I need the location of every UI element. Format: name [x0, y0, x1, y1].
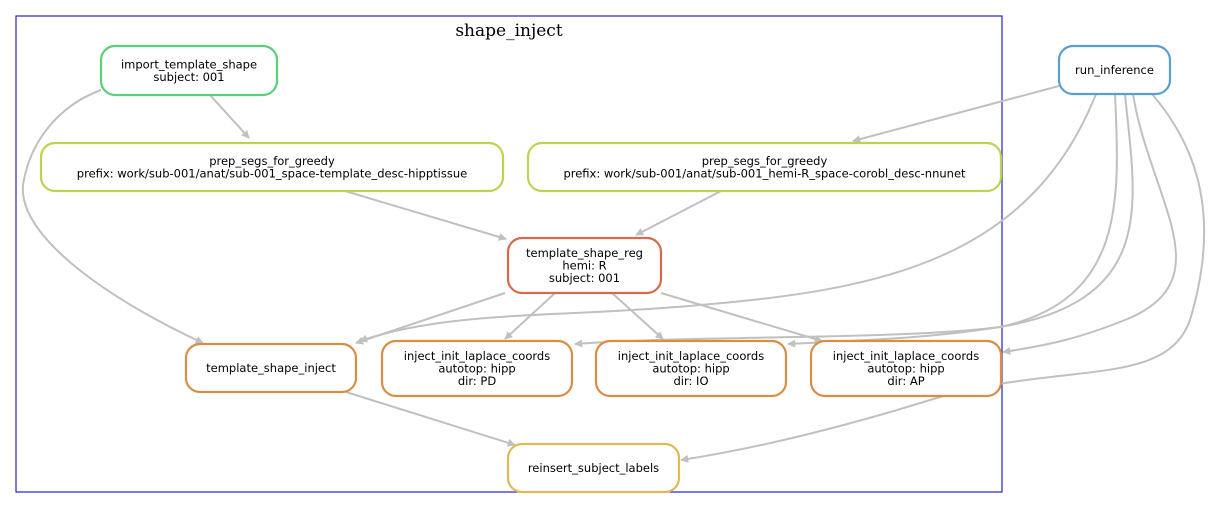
edge-template_shape_inject-to-reinsert_subject_labels: [345, 391, 516, 447]
edge-template_shape_reg-to-inject_pd: [504, 292, 556, 340]
node-title: run_inference: [1075, 63, 1154, 77]
node-title: inject_init_laplace_coords: [618, 349, 764, 363]
node-box: [184, 342, 358, 394]
node-box: [506, 442, 681, 494]
node-param: subject: 001: [153, 70, 224, 84]
node-title: reinsert_subject_labels: [528, 461, 659, 475]
node-param: dir: IO: [674, 374, 709, 388]
cluster-label: shape_inject: [455, 21, 562, 41]
edge-run_inference-to-inject_ap: [1002, 93, 1177, 355]
node-box: [594, 339, 788, 398]
edge-import_template_shape-to-prep_segs_left: [209, 94, 250, 139]
node-run_inference[interactable]: run_inference: [1057, 44, 1172, 96]
node-param: autotop: hipp: [652, 362, 729, 376]
node-box: [526, 141, 1003, 193]
node-title: inject_init_laplace_coords: [404, 349, 550, 363]
cluster-shape-inject: shape_inject: [15, 15, 1003, 493]
node-box: [1057, 44, 1172, 96]
node-param: dir: PD: [458, 374, 496, 388]
cluster-border: [15, 15, 1003, 493]
edge-prep_segs_right-to-template_shape_reg: [635, 190, 722, 236]
node-param: autotop: hipp: [867, 362, 944, 376]
node-template_shape_inject[interactable]: template_shape_inject: [184, 342, 358, 394]
edge-template_shape_reg-to-template_shape_inject: [355, 292, 506, 345]
edge-run_inference-to-prep_segs_right: [852, 85, 1060, 144]
node-box: [380, 339, 574, 398]
node-param: prefix: work/sub-001/anat/sub-001_hemi-R…: [563, 166, 966, 180]
node-param: autotop: hipp: [438, 362, 515, 376]
node-title: inject_init_laplace_coords: [833, 349, 979, 363]
node-box: [39, 141, 505, 193]
node-box: [809, 339, 1003, 398]
edge-import_template_shape-to-template_shape_inject: [21, 89, 204, 344]
node-param: hemi: R: [562, 259, 606, 273]
node-title: prep_segs_for_greedy: [702, 154, 828, 168]
node-param: subject: 001: [549, 271, 620, 285]
edge-run_inference-to-inject_io: [787, 93, 1134, 348]
edge-run_inference-to-inject_pd: [574, 93, 1118, 348]
node-title: template_shape_inject: [206, 361, 336, 375]
edges: [21, 85, 1206, 463]
node-title: prep_segs_for_greedy: [209, 154, 335, 168]
node-title: import_template_shape: [121, 57, 257, 71]
edge-run_inference-to-reinsert_subject_labels: [680, 93, 1206, 463]
edge-prep_segs_left-to-template_shape_reg: [344, 190, 507, 241]
node-param: dir: AP: [887, 374, 924, 388]
node-box: [506, 236, 663, 295]
node-box: [99, 44, 279, 97]
node-param: prefix: work/sub-001/anat/sub-001_space-…: [77, 166, 467, 180]
edge-template_shape_reg-to-inject_io: [611, 292, 664, 340]
node-title: template_shape_reg: [526, 246, 643, 260]
edge-run_inference-to-template_shape_inject: [359, 93, 1097, 343]
node-reinsert_subject_labels[interactable]: reinsert_subject_labels: [506, 442, 681, 494]
edge-template_shape_reg-to-inject_ap: [660, 292, 823, 343]
